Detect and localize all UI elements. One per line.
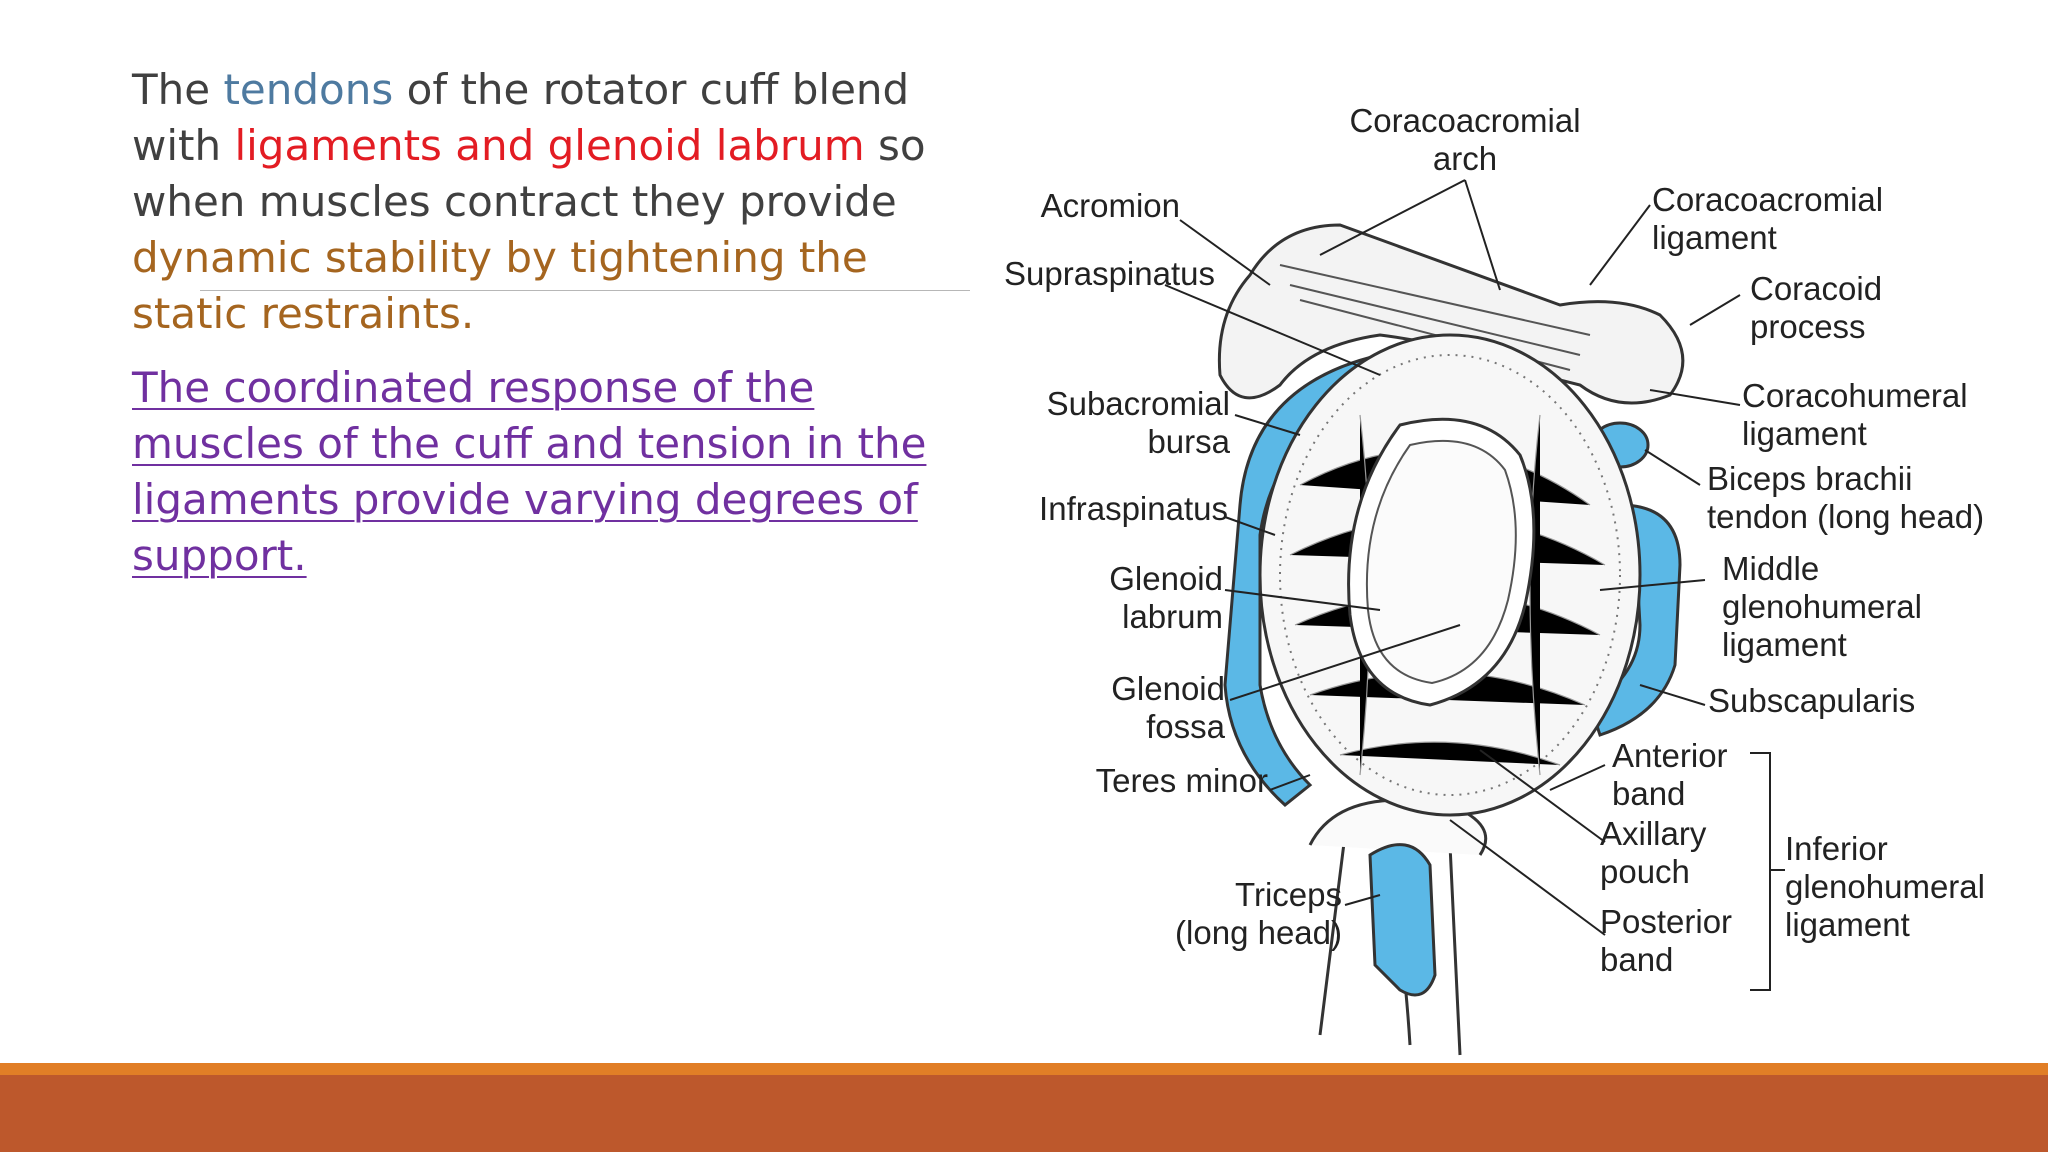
text-run: of the rotator cuff blend with <box>132 65 910 170</box>
label-coracoacromial-ligament: Coracoacromial <box>1652 181 1883 218</box>
label-axillary-pouch: Axillary <box>1600 815 1707 852</box>
label-inferior-glenohumeral-2: glenohumeral <box>1785 868 1985 905</box>
label-inferior-glenohumeral-3: ligament <box>1785 906 1910 943</box>
footer-accent-stripe <box>0 1063 2048 1075</box>
label-teres-minor: Teres minor <box>1096 762 1268 799</box>
label-middle-glenohumeral: Middle <box>1722 550 1819 587</box>
label-subscapularis: Subscapularis <box>1708 682 1915 719</box>
label-biceps-tendon-2: tendon (long head) <box>1707 498 1984 535</box>
label-inferior-glenohumeral: Inferior <box>1785 830 1888 867</box>
label-coracoacromial-arch-2: arch <box>1433 140 1497 177</box>
glenoid-fossa <box>1365 439 1517 685</box>
label-infraspinatus: Infraspinatus <box>1039 490 1228 527</box>
divider-line <box>200 290 970 291</box>
label-coracoacromial-arch: Coracoacromial <box>1349 102 1580 139</box>
label-posterior-band-2: band <box>1600 941 1673 978</box>
triceps-muscle <box>1368 843 1437 997</box>
label-subacromial-bursa-2: bursa <box>1147 423 1230 460</box>
label-posterior-band: Posterior <box>1600 903 1732 940</box>
paragraph-coordinated-response-link[interactable]: The coordinated response of the muscles … <box>132 363 927 580</box>
label-coracoacromial-ligament-2: ligament <box>1652 219 1777 256</box>
subscapularis-muscle <box>1588 503 1682 737</box>
label-subacromial-bursa: Subacromial <box>1047 385 1230 422</box>
text-run: The <box>132 65 224 114</box>
label-acromion: Acromion <box>1041 187 1180 224</box>
label-glenoid-labrum-2: labrum <box>1122 598 1223 635</box>
slide-text: The tendons of the rotator cuff blend wi… <box>132 62 952 584</box>
label-triceps: Triceps <box>1235 876 1342 913</box>
label-anterior-band-2: band <box>1612 775 1685 812</box>
label-axillary-pouch-2: pouch <box>1600 853 1690 890</box>
label-glenoid-labrum: Glenoid <box>1109 560 1223 597</box>
text-run: so when muscles contract they provide <box>132 121 926 226</box>
label-middle-glenohumeral-3: ligament <box>1722 626 1847 663</box>
label-coracoid-process-2: process <box>1750 308 1866 345</box>
highlight-tendons: tendons <box>223 65 394 114</box>
highlight-dynamic-stability: dynamic stability by tightening the stat… <box>132 233 868 338</box>
label-glenoid-fossa-2: fossa <box>1146 708 1226 745</box>
highlight-ligaments: ligaments and glenoid labrum <box>234 121 865 170</box>
shoulder-anatomy-diagram: Coracoacromial arch Acromion Supraspinat… <box>980 85 2010 1060</box>
paragraph-rotator-cuff: The tendons of the rotator cuff blend wi… <box>132 62 952 342</box>
label-coracohumeral-ligament: Coracohumeral <box>1742 377 1968 414</box>
label-coracoid-process: Coracoid <box>1750 270 1882 307</box>
label-coracohumeral-ligament-2: ligament <box>1742 415 1867 452</box>
label-glenoid-fossa: Glenoid <box>1111 670 1225 707</box>
footer-bar <box>0 1075 2048 1152</box>
label-supraspinatus: Supraspinatus <box>1004 255 1215 292</box>
label-biceps-tendon: Biceps brachii <box>1707 460 1912 497</box>
label-anterior-band: Anterior <box>1612 737 1728 774</box>
label-triceps-2: (long head) <box>1175 914 1342 951</box>
label-middle-glenohumeral-2: glenohumeral <box>1722 588 1922 625</box>
